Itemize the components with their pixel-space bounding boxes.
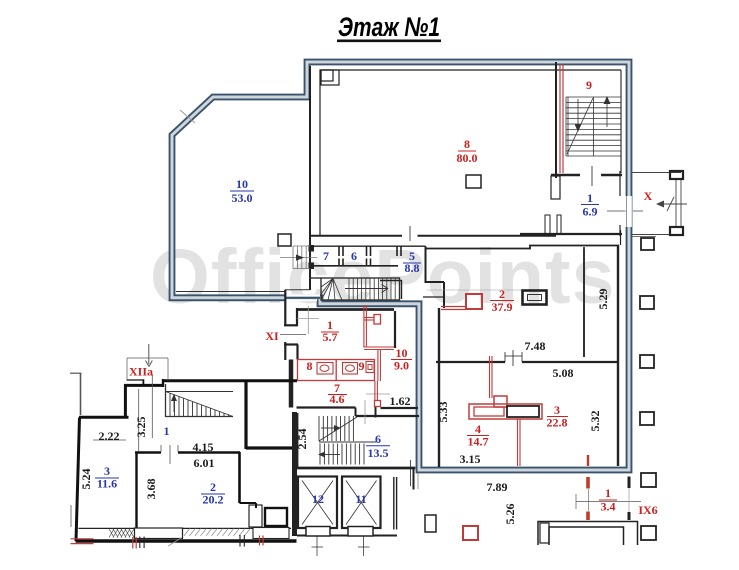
svg-text:4.6: 4.6 [330, 392, 345, 406]
svg-text:7.89: 7.89 [487, 480, 508, 494]
svg-text:5.32: 5.32 [588, 411, 602, 432]
svg-text:2: 2 [210, 480, 216, 494]
svg-text:20.2: 20.2 [203, 493, 224, 507]
svg-text:13.5: 13.5 [368, 446, 389, 460]
svg-text:XI: XI [265, 329, 279, 343]
svg-text:4: 4 [475, 422, 481, 436]
svg-text:11.6: 11.6 [97, 477, 117, 491]
svg-text:1: 1 [327, 318, 333, 332]
svg-text:XIIa: XIIa [129, 365, 153, 379]
svg-text:Этаж №1: Этаж №1 [338, 12, 440, 42]
svg-text:7.48: 7.48 [525, 339, 546, 353]
svg-text:3.4: 3.4 [601, 500, 616, 514]
svg-text:X: X [644, 189, 653, 203]
svg-text:7: 7 [334, 381, 340, 395]
svg-text:6.9: 6.9 [583, 205, 598, 219]
svg-text:3: 3 [104, 464, 110, 478]
svg-text:2.54: 2.54 [295, 429, 309, 450]
svg-text:9: 9 [359, 359, 365, 373]
svg-text:10: 10 [396, 346, 408, 360]
svg-text:8: 8 [464, 137, 470, 151]
svg-text:4.15: 4.15 [193, 440, 214, 454]
svg-text:3.68: 3.68 [144, 479, 158, 500]
svg-text:5.26: 5.26 [503, 504, 517, 525]
svg-text:5.24: 5.24 [79, 469, 93, 490]
svg-text:3: 3 [554, 403, 560, 417]
svg-text:3.25: 3.25 [134, 417, 148, 438]
svg-text:53.0: 53.0 [232, 191, 253, 205]
svg-text:6: 6 [375, 432, 381, 446]
svg-text:6.01: 6.01 [194, 456, 215, 470]
svg-text:5.7: 5.7 [323, 330, 338, 344]
svg-text:8: 8 [307, 359, 313, 373]
svg-text:12: 12 [312, 492, 324, 506]
svg-text:IX6: IX6 [638, 503, 657, 517]
svg-text:1: 1 [587, 191, 593, 205]
svg-text:5.29: 5.29 [596, 289, 610, 310]
svg-text:14.7: 14.7 [468, 435, 489, 449]
svg-text:3.15: 3.15 [460, 452, 481, 466]
svg-text:11: 11 [355, 492, 366, 506]
svg-text:10: 10 [236, 177, 248, 191]
svg-text:6: 6 [351, 249, 357, 263]
svg-text:1: 1 [605, 486, 611, 500]
svg-text:37.9: 37.9 [492, 300, 513, 314]
svg-text:7: 7 [323, 249, 329, 263]
svg-text:80.0: 80.0 [457, 151, 478, 165]
svg-text:1: 1 [164, 424, 170, 438]
svg-text:5.33: 5.33 [436, 402, 450, 423]
svg-text:2.22: 2.22 [99, 429, 120, 443]
svg-text:22.8: 22.8 [547, 416, 568, 430]
svg-text:8.8: 8.8 [405, 261, 420, 275]
svg-text:5: 5 [409, 249, 415, 263]
svg-text:2: 2 [499, 287, 505, 301]
svg-text:9.0: 9.0 [394, 359, 409, 373]
svg-text:9: 9 [586, 78, 592, 92]
svg-text:5.08: 5.08 [553, 366, 574, 380]
svg-text:1.62: 1.62 [390, 394, 411, 408]
